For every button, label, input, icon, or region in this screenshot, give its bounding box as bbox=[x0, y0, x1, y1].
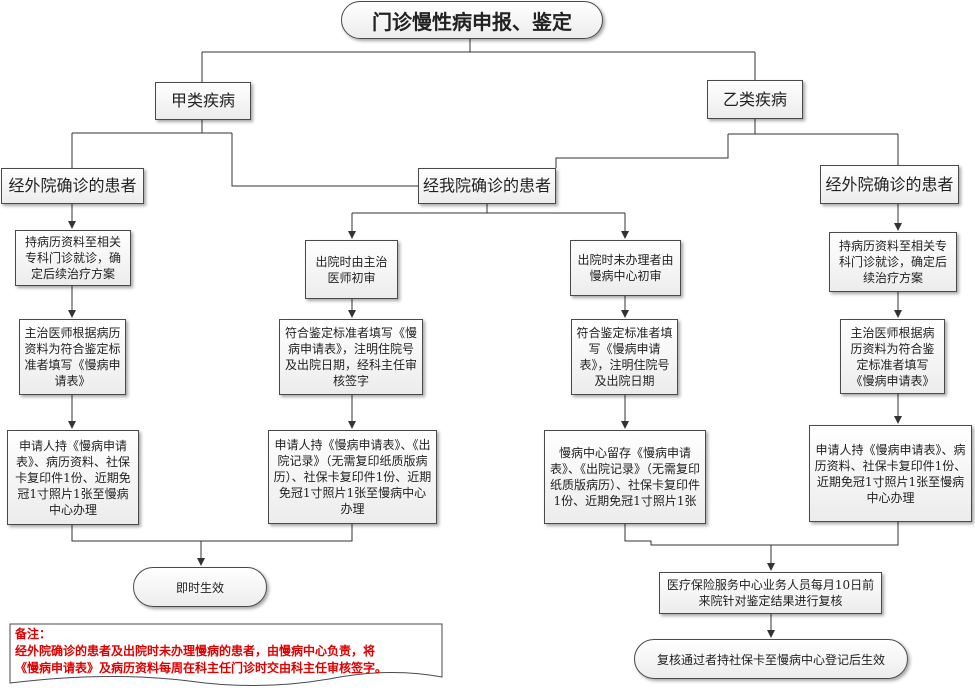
connector-b-split bbox=[555, 119, 899, 168]
note-heading: 备注： bbox=[15, 627, 52, 641]
note-line2: 《慢病申请表》及病历资料每周在科主任门诊时交由科主任审核签字。 bbox=[15, 661, 388, 675]
after-review-terminal: 复核通过者持社保卡至慢病中心登记后生效 bbox=[634, 639, 908, 679]
note-shape bbox=[9, 623, 443, 687]
right-step3-box: 申请人持《慢病申请表》、病历资料、社保卡复印件1份、近期免冠1寸照片1张至慢病中… bbox=[809, 425, 972, 522]
left-step1-box: 持病历资料至相关专科门诊就诊，确定后续治疗方案 bbox=[15, 230, 131, 286]
center-right-step3-box: 慢病中心留存《慢病申请表》、《出院记录》（无需复印纸质版病历）、社保卡复印件1份… bbox=[544, 430, 706, 524]
center-left-step1-box: 出院时由主治医师初审 bbox=[305, 240, 398, 299]
connector-to-immediate bbox=[71, 524, 353, 565]
connector-to-review bbox=[624, 522, 899, 570]
center-left-step2-box: 符合鉴定标准者填写《慢病申请表》，注明住院号及出院日期，经科主任审核签字 bbox=[279, 319, 423, 395]
left-step3-box: 申请人持《慢病申请表》、病历资料、社保卡复印件1份、近期免冠1寸照片1张至慢病中… bbox=[7, 430, 139, 525]
connector-title-categories bbox=[201, 39, 756, 82]
center-left-step3-box: 申请人持《慢病申请表》、《出院记录》（无需复印纸质版病历）、社保卡复印件1份、近… bbox=[268, 430, 437, 524]
left-external-patient-box: 经外院确诊的患者 bbox=[1, 168, 144, 204]
left-step2-box: 主治医师根据病历资料为符合鉴定标准者填写《慢病申请表》 bbox=[19, 319, 126, 395]
center-right-step2-box: 符合鉴定标准者填写《慢病申请表》，注明住院号及出院日期 bbox=[571, 319, 678, 395]
category-a-box: 甲类疾病 bbox=[155, 82, 251, 120]
internal-patient-box: 经我院确诊的患者 bbox=[418, 168, 556, 204]
category-b-box: 乙类疾病 bbox=[707, 80, 803, 119]
note-box: 备注： 经外院确诊的患者及出院时未办理慢病的患者，由慢病中心负责，将 《慢病申请… bbox=[9, 623, 443, 685]
center-right-step1-box: 出院时未办理者由慢病中心初审 bbox=[570, 240, 681, 296]
right-step1-box: 持病历资料至相关专科门诊就诊，确定后续治疗方案 bbox=[829, 232, 957, 292]
connector-a-split bbox=[71, 120, 418, 187]
right-external-patient-box: 经外院确诊的患者 bbox=[820, 165, 959, 204]
note-line1: 经外院确诊的患者及出院时未办理慢病的患者，由慢病中心负责，将 bbox=[15, 644, 376, 658]
immediate-effect-terminal: 即时生效 bbox=[133, 567, 267, 607]
connector-center-split bbox=[352, 204, 625, 214]
page-title: 门诊慢性病申报、鉴定 bbox=[341, 1, 603, 39]
review-box: 医疗保险服务中心业务人员每月10日前来院针对鉴定结果进行复核 bbox=[659, 572, 882, 614]
right-step2-box: 主治医师根据病历资料为符合鉴定标准者填写《慢病申请表》 bbox=[840, 319, 945, 394]
